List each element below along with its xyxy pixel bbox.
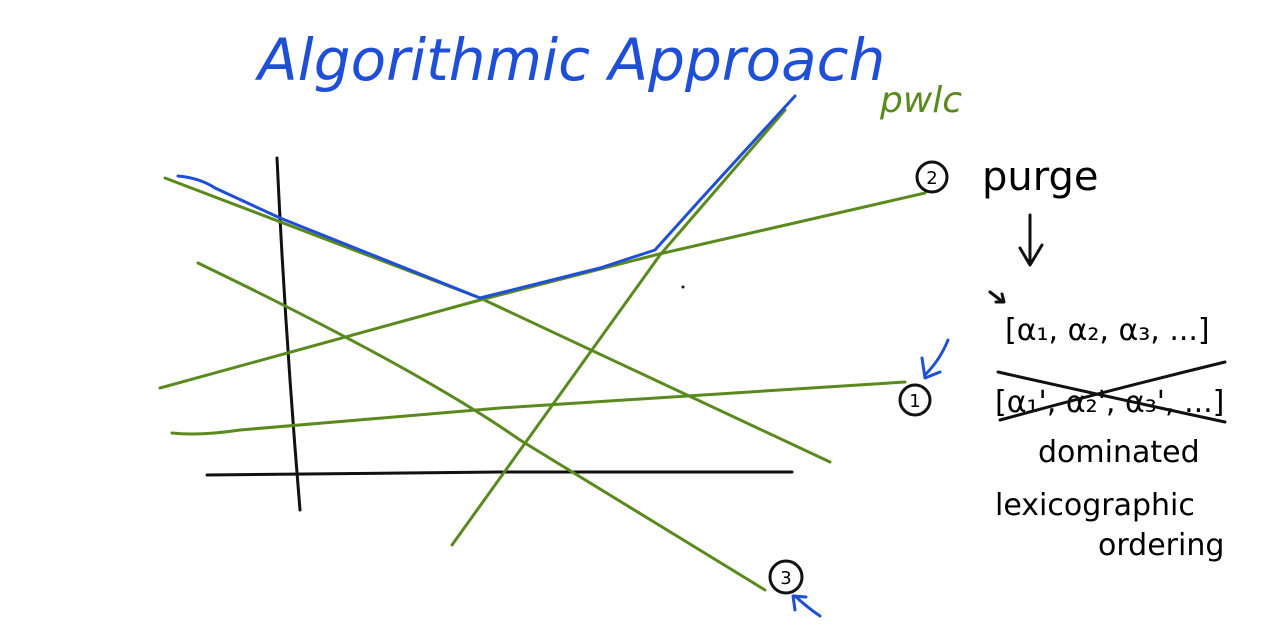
line-2 (158, 191, 927, 390)
pointer-arrow-icon (988, 290, 1006, 304)
step-1-circle (898, 383, 932, 417)
upper-envelope (176, 94, 797, 300)
lexicographic-label: lexicographic (995, 488, 1195, 523)
step-3-circle (768, 559, 804, 595)
pwlc-label: pwlc (879, 80, 962, 121)
cross-out-mark (996, 360, 1227, 424)
ordering-label: ordering (1098, 528, 1224, 563)
purge-label: purge (982, 154, 1098, 200)
down-arrow-icon (1018, 213, 1044, 267)
title: Algorithmic Approach (254, 26, 885, 94)
x-axis (205, 470, 794, 477)
step-3-number: 3 (780, 568, 791, 589)
line-3 (196, 261, 767, 592)
step-2-circle (915, 160, 949, 194)
step-1-arrow-icon (920, 338, 950, 380)
line-4 (170, 380, 907, 436)
step-3-arrow-icon (791, 594, 822, 618)
y-axis (275, 156, 302, 512)
ink-dot (681, 285, 685, 289)
step-2-number: 2 (926, 168, 937, 189)
vector-list: [α₁, α₂, α₃, ...] (1005, 313, 1210, 348)
line-5 (450, 108, 787, 547)
step-1-number: 1 (909, 391, 920, 412)
dominated-label: dominated (1038, 435, 1200, 470)
line-1 (163, 176, 832, 464)
